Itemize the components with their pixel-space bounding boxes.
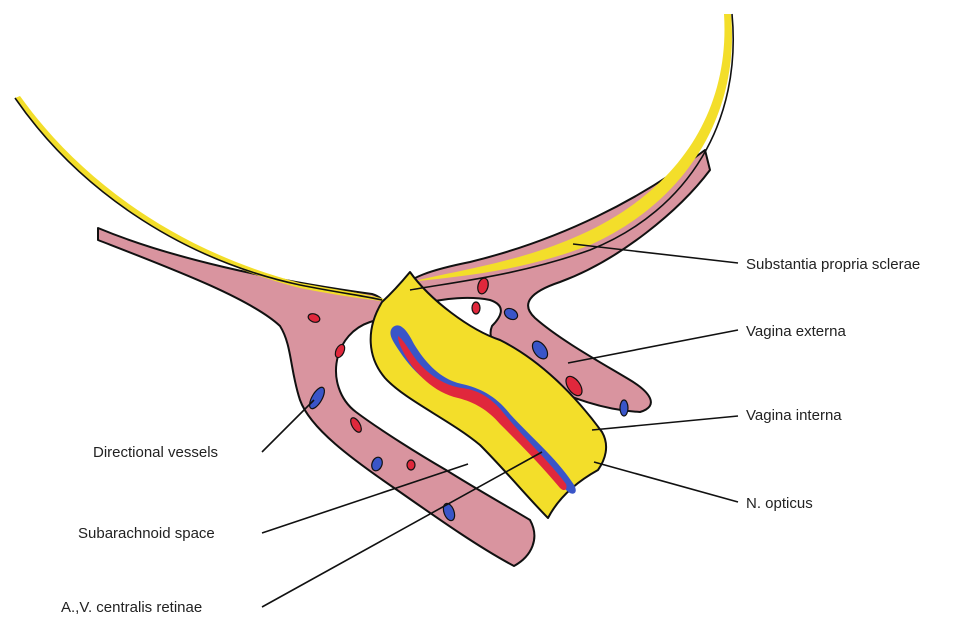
label-central-vessels: A.,V. centralis retinae	[61, 599, 202, 616]
label-vessels: Directional vessels	[93, 444, 218, 461]
label-sclera: Substantia propria sclerae	[746, 256, 920, 273]
right-retina	[410, 14, 732, 282]
leader-vagina-externa	[568, 330, 738, 363]
leader-nerve	[594, 462, 738, 502]
label-subarachnoid: Subarachnoid space	[78, 525, 215, 542]
label-vagina-interna: Vagina interna	[746, 407, 842, 424]
leader-vagina-interna	[592, 416, 738, 430]
boundary-curves	[15, 14, 733, 300]
leader-vessels	[262, 400, 314, 452]
label-nerve: N. opticus	[746, 495, 813, 512]
vessel-blue-6	[620, 400, 628, 416]
vessel-red-4	[407, 460, 415, 470]
vessel-red-6	[472, 302, 480, 314]
label-vagina-externa: Vagina externa	[746, 323, 846, 340]
